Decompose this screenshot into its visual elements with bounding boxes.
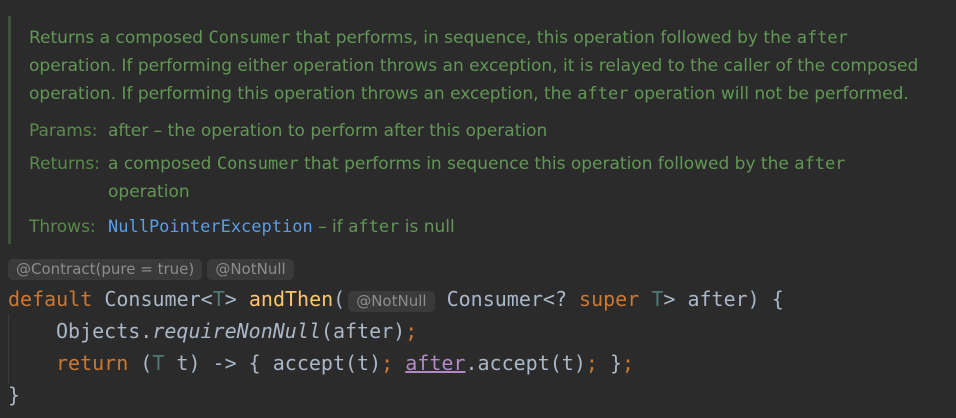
param-notnull-hint[interactable]: @NotNull xyxy=(348,291,435,312)
returns-value-cont: operation xyxy=(108,182,190,202)
notnull-hint[interactable]: @NotNull xyxy=(207,259,294,280)
throws-label: Throws: xyxy=(29,217,96,237)
returns-label: Returns: xyxy=(29,154,100,174)
code-line-3[interactable]: return (T t) -> { accept(t); after.accep… xyxy=(56,351,635,375)
javadoc-panel: Returns a composed Consumer that perform… xyxy=(8,16,951,244)
returns-value: a composed Consumer that performs in seq… xyxy=(108,154,846,174)
params-label: Params: xyxy=(29,121,98,141)
indent-guide xyxy=(8,314,9,384)
inlay-hints: @Contract(pure = true) @NotNull xyxy=(8,259,294,280)
throws-value: NullPointerException – if after is null xyxy=(108,217,455,237)
code-line-1[interactable]: default Consumer<T> andThen(@NotNull Con… xyxy=(8,287,784,312)
exception-link[interactable]: NullPointerException xyxy=(108,217,313,237)
params-value: after – the operation to perform after t… xyxy=(108,121,548,141)
doc-line: Returns a composed Consumer that perform… xyxy=(29,28,848,48)
code-line-4[interactable]: } xyxy=(8,383,21,407)
doc-line: operation. If performing either operatio… xyxy=(29,56,919,76)
doc-line: operation. If performing this operation … xyxy=(29,84,909,104)
code-line-2[interactable]: Objects.requireNonNull(after); xyxy=(56,319,418,343)
contract-hint[interactable]: @Contract(pure = true) xyxy=(8,259,203,280)
